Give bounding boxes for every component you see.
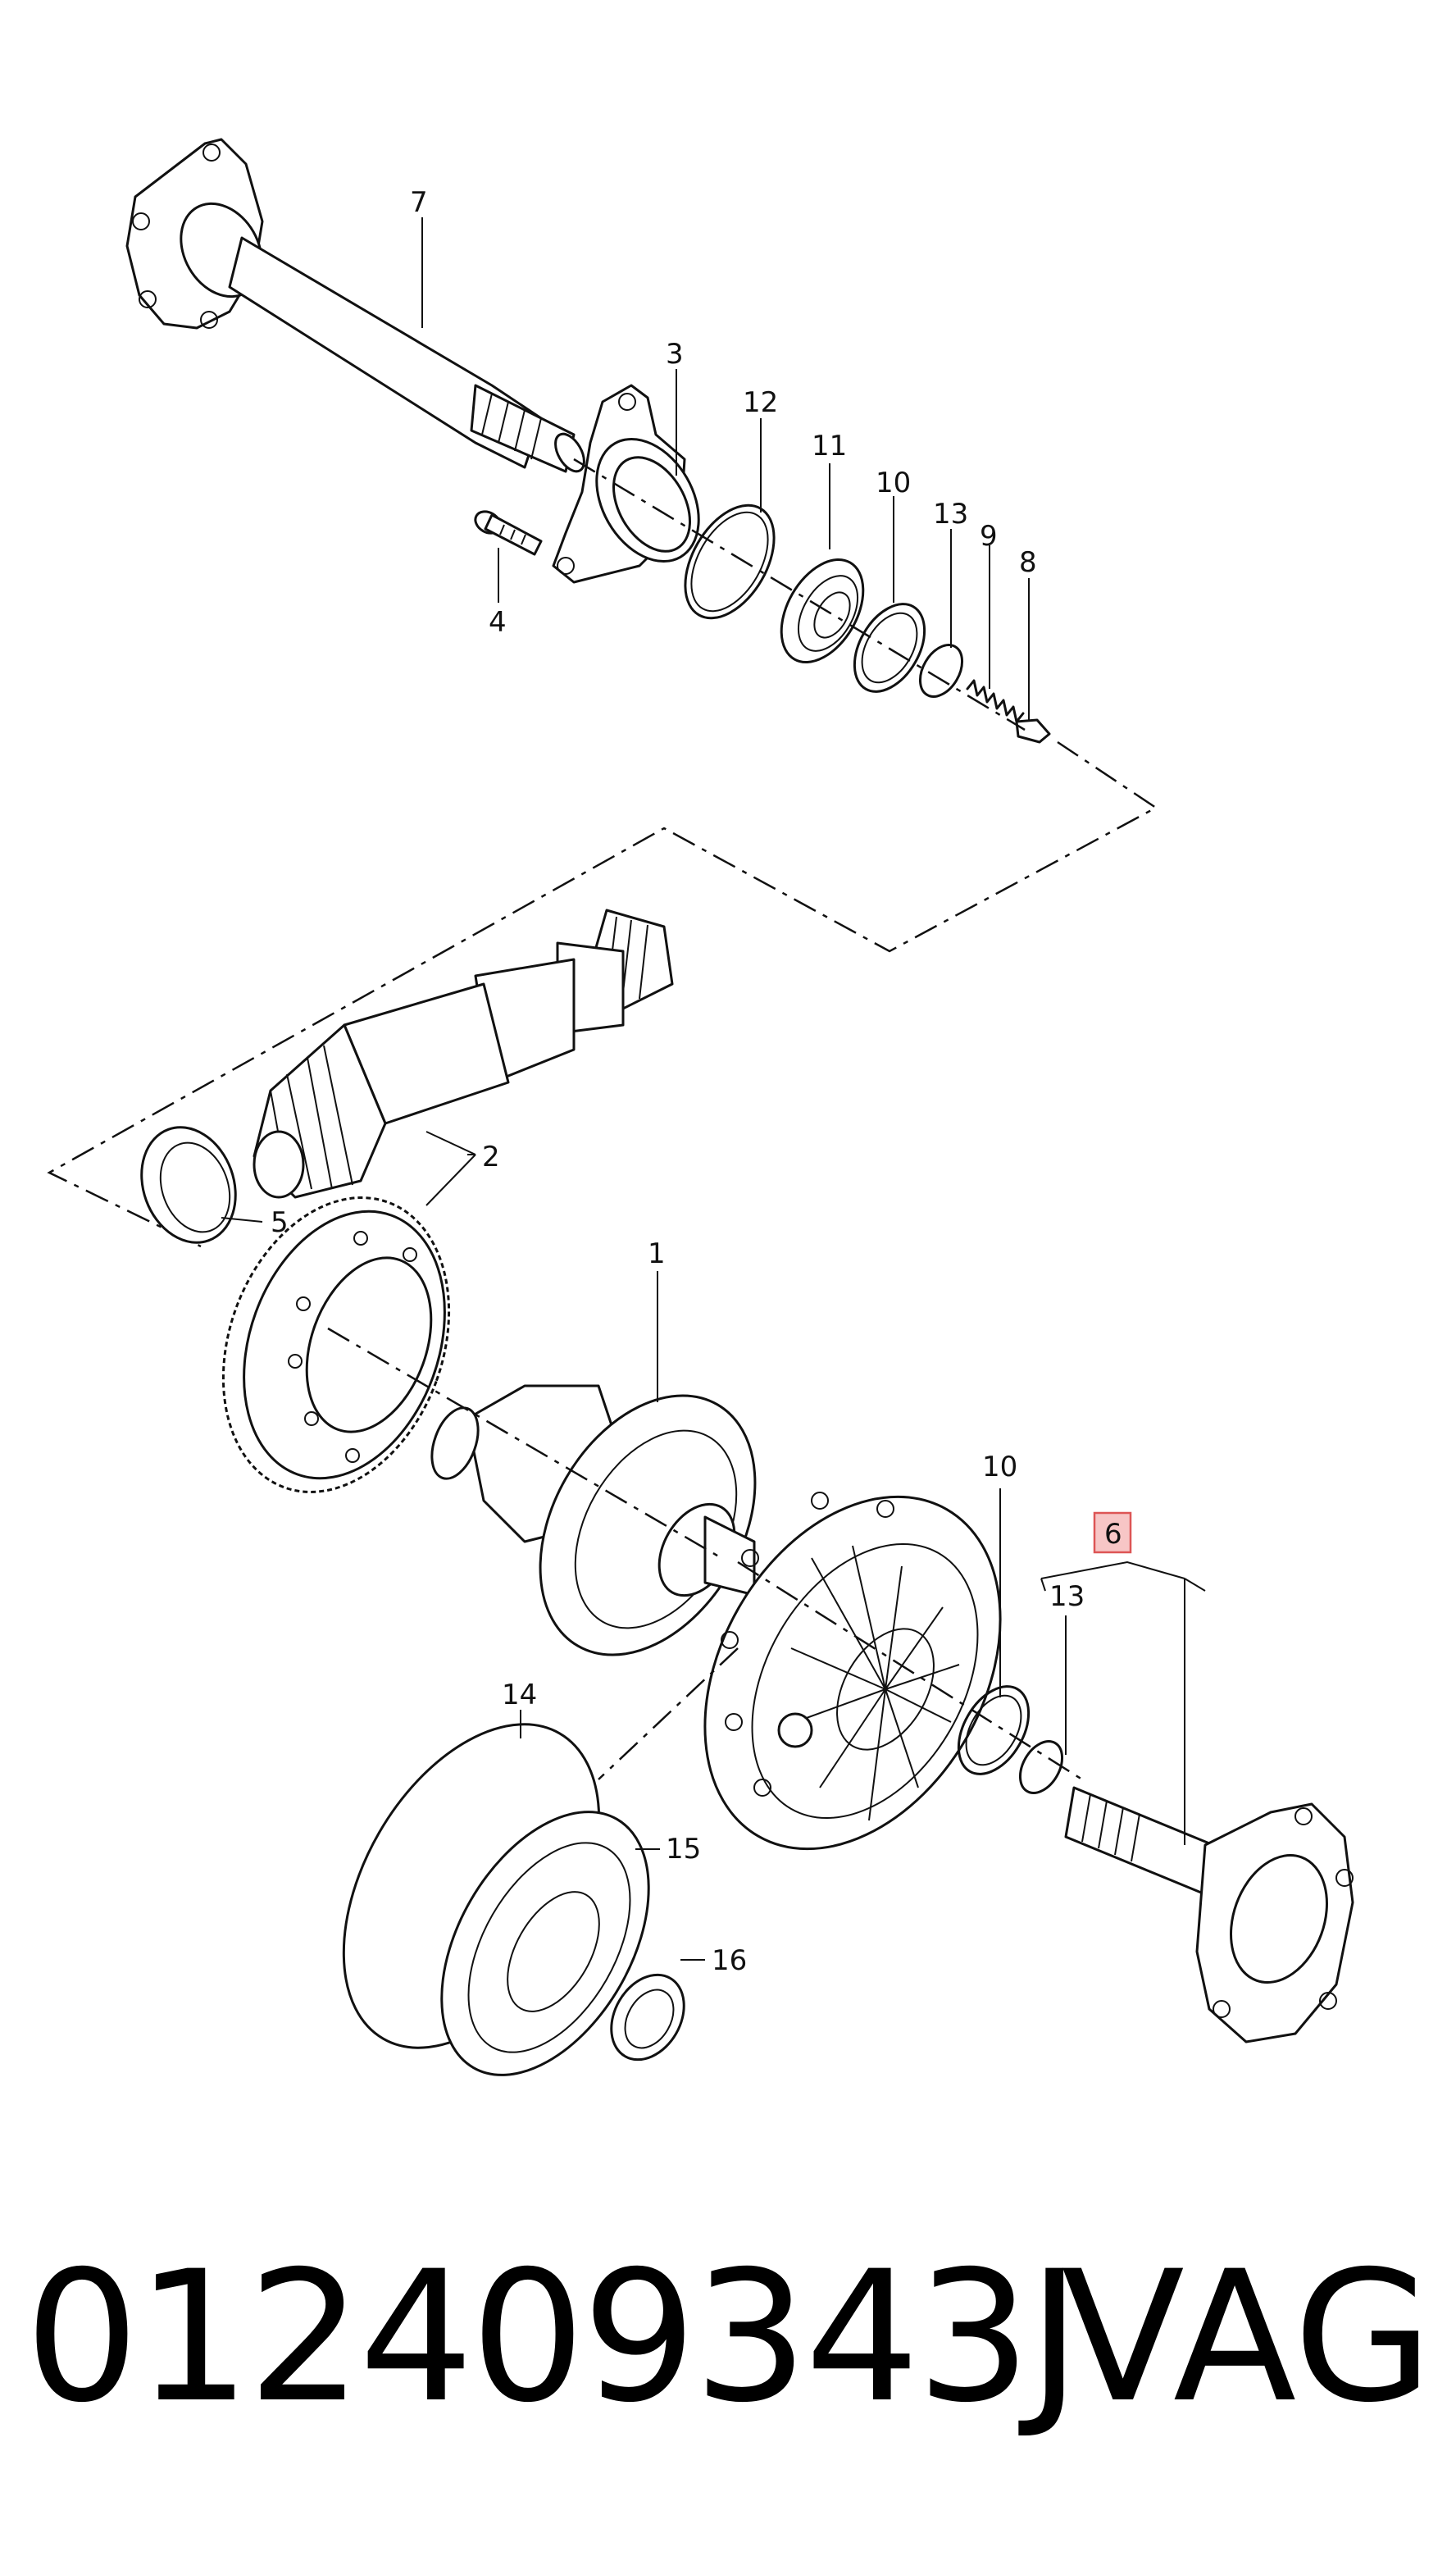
part-9-spring[interactable] <box>966 679 1025 723</box>
callout-1: 1 <box>648 1237 666 1270</box>
callout-15: 15 <box>666 1833 701 1866</box>
callout-11: 11 <box>812 430 847 462</box>
exploded-parts-diagram: 7 3 12 11 10 13 9 8 4 2 5 1 10 6 13 14 1… <box>47 138 1354 2111</box>
part-5-seal[interactable] <box>126 1114 252 1256</box>
part-13-upper-circlip[interactable] <box>912 638 971 704</box>
callout-10-upper: 10 <box>876 467 911 499</box>
callout-6: 6 <box>1104 1518 1122 1551</box>
callout-12: 12 <box>743 386 778 419</box>
differential-cover[interactable] <box>644 1444 1060 1902</box>
part-2-pinion-shaft[interactable] <box>253 909 674 1199</box>
callout-9: 9 <box>980 520 998 553</box>
brand-label: VAG <box>1061 2232 1433 2442</box>
part-13-lower-circlip[interactable] <box>1012 1734 1071 1801</box>
crown-ring-gear[interactable] <box>184 1166 489 1524</box>
callout-13-upper: 13 <box>933 498 968 531</box>
part-16-small-seal[interactable] <box>597 1961 698 2072</box>
callout-10-lower: 10 <box>982 1451 1017 1483</box>
callout-6-highlight <box>1093 1511 1132 1554</box>
callout-13-lower: 13 <box>1049 1580 1085 1613</box>
callout-8: 8 <box>1019 546 1037 579</box>
part-8-plug[interactable] <box>1015 718 1051 744</box>
callout-2: 2 <box>482 1141 500 1173</box>
callout-16: 16 <box>712 1944 747 1977</box>
callout-4: 4 <box>489 606 507 639</box>
part-11-ball-bearing[interactable] <box>765 545 880 677</box>
part-15-seal-plate[interactable] <box>399 1776 692 2111</box>
part-number: 012409343J <box>25 2232 1081 2442</box>
part-10-lower-shim[interactable] <box>944 1674 1043 1786</box>
part-7-flange-shaft[interactable] <box>125 138 590 476</box>
part-6-output-flange-shaft[interactable] <box>1064 1786 1354 2043</box>
part-1-differential-housing[interactable] <box>423 1357 799 1693</box>
part-4-bolt[interactable] <box>471 508 543 556</box>
part-3-bearing-housing[interactable] <box>552 384 720 584</box>
callout-7: 7 <box>410 186 428 219</box>
callout-5: 5 <box>271 1206 289 1239</box>
callout-3: 3 <box>666 338 684 371</box>
callout-14: 14 <box>502 1679 537 1711</box>
